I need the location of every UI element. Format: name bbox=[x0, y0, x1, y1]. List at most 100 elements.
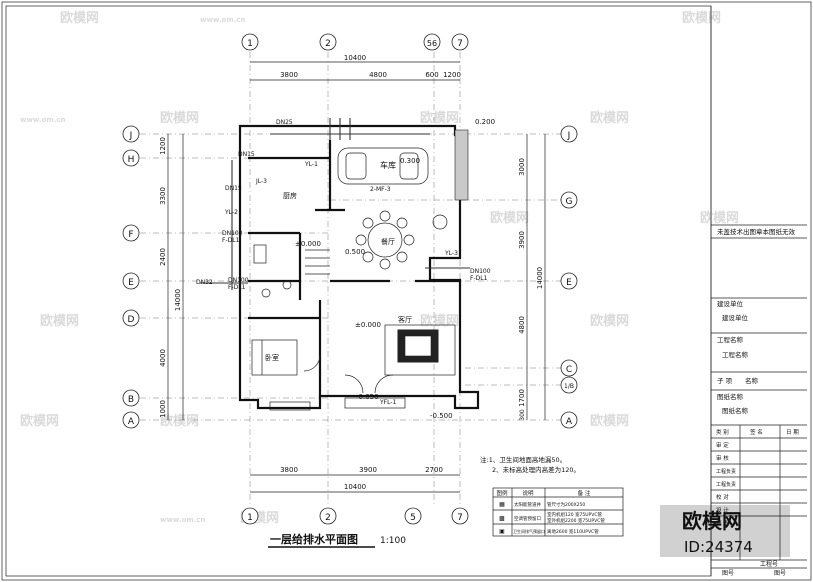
legend-header: 说明 bbox=[522, 489, 534, 497]
axis-label: 56 bbox=[427, 39, 437, 48]
watermark-brand: 欧模网 bbox=[700, 210, 739, 226]
axis-label: J bbox=[567, 131, 571, 141]
axis-label: H bbox=[128, 155, 135, 165]
axis-label: 1 bbox=[247, 39, 253, 49]
legend-note: 室外机组2200 宽75UPVC管 bbox=[547, 517, 605, 524]
sign-row: 审 定 bbox=[716, 441, 729, 449]
legend-desc: 卫生间排气预留口 bbox=[513, 528, 545, 534]
tb-value: 名称 bbox=[745, 376, 759, 385]
axis-label: 2 bbox=[325, 39, 331, 49]
watermark-brand: 欧模网 bbox=[160, 110, 199, 126]
pipe-label: DN32 bbox=[196, 279, 213, 286]
stamp-note: 未盖技术出图章本图纸无效 bbox=[717, 227, 796, 236]
pipe-labels: DN25 DN15 JL-3 YL-1 2-MF-3 DN15 YL-2 DN1… bbox=[196, 119, 491, 406]
pipe-label: YFL-1 bbox=[379, 399, 397, 406]
sign-row: 工程负责 bbox=[716, 468, 736, 475]
dim-total-top: 10400 bbox=[344, 54, 366, 62]
watermark-url: www.om.cn bbox=[200, 16, 246, 24]
dim-segment: 3900 bbox=[518, 231, 526, 249]
axis-bubbles-bottom: 1 2 5 7 bbox=[241, 507, 469, 525]
dim-segment: 3800 bbox=[280, 71, 298, 79]
notes: 注:1、卫生间地面高地漏50。 2、未标高处理内高差为120。 bbox=[480, 455, 580, 474]
legend-symbol: ▩ bbox=[499, 515, 505, 522]
watermark-brand: 欧模网 bbox=[160, 413, 199, 429]
pipe-label: F-DL1 bbox=[228, 284, 246, 291]
tb-value: 建设单位 bbox=[722, 313, 749, 322]
legend-desc: 空调管预留口 bbox=[514, 515, 541, 522]
axis-bubbles-right: J G E C 1/B A bbox=[560, 125, 578, 429]
dim-segment: 1200 bbox=[159, 137, 167, 155]
level-mark: -0.050 bbox=[356, 393, 379, 401]
dim-segment: 3300 bbox=[159, 187, 167, 205]
axis-label: J bbox=[129, 131, 133, 141]
watermark-brand: 欧模网 bbox=[590, 313, 629, 329]
legend-symbol: ▣ bbox=[499, 528, 505, 535]
note-line: 注:1、卫生间地面高地漏50。 bbox=[480, 455, 566, 464]
sign-header: 类 别 bbox=[716, 428, 729, 436]
dim-segment: 1200 bbox=[443, 71, 461, 79]
axis-label: D bbox=[128, 315, 135, 325]
watermark-brand: 欧模网 bbox=[20, 413, 59, 429]
dim-segment: 4800 bbox=[518, 316, 526, 334]
pipe-label: YL-2 bbox=[224, 209, 238, 216]
watermark-brand: 欧模网 bbox=[590, 110, 629, 126]
dim-segment: 3000 bbox=[518, 158, 526, 176]
room-living: 客厅 bbox=[398, 315, 412, 324]
title-block: 未盖技术出图章本图纸无效 建设单位 建设单位 工程名称 工程名称 子 项 名称 … bbox=[710, 6, 807, 577]
sign-row: 工程负责 bbox=[716, 481, 736, 488]
pipe-label: DN25 bbox=[276, 119, 293, 126]
sign-header: 日 期 bbox=[786, 429, 799, 436]
dim-total-right: 14000 bbox=[536, 267, 544, 289]
tb-label: 图纸名称 bbox=[717, 392, 744, 401]
pipe-label: DN15 bbox=[238, 151, 255, 158]
right-dimensions: 3000 3900 4800 1700 300 14000 bbox=[518, 134, 546, 421]
pipe-label: 2-MF-3 bbox=[370, 186, 391, 193]
level-labels: 0.200 0.300 ±0.000 0.500 ±0.000 -0.050 -… bbox=[295, 118, 495, 420]
level-mark: ±0.000 bbox=[355, 321, 381, 329]
dim-segment: 300 bbox=[519, 409, 526, 421]
sign-header: 签 名 bbox=[750, 428, 763, 436]
axis-label: A bbox=[128, 417, 135, 427]
legend-note: 离地2600 宽110UPVC管 bbox=[547, 528, 599, 535]
pipe-label: DN15 bbox=[225, 185, 242, 192]
drawing-no-label: 图号 bbox=[774, 570, 786, 577]
room-garage: 车库 bbox=[380, 160, 396, 170]
legend-note: 室内机组120 宽75UPVC管 bbox=[547, 511, 602, 518]
plan-scale: 1:100 bbox=[380, 536, 406, 546]
legend-symbol: ▦ bbox=[499, 501, 505, 508]
dim-segment: 4800 bbox=[369, 71, 387, 79]
corner-watermark: 欧模网 ID:24374 bbox=[660, 505, 790, 557]
axis-label: E bbox=[128, 278, 134, 288]
axis-label: F bbox=[128, 230, 133, 240]
watermark-url: www.om.cn bbox=[160, 516, 206, 524]
dim-segment: 1700 bbox=[518, 389, 526, 407]
level-mark: ±0.000 bbox=[295, 240, 321, 248]
dim-segment: 2700 bbox=[425, 466, 443, 474]
watermark-brand: 欧模网 bbox=[490, 210, 529, 226]
axis-label: 5 bbox=[410, 513, 416, 523]
corner-brand: 欧模网 bbox=[682, 509, 742, 533]
sign-row: 校 对 bbox=[716, 493, 729, 501]
dim-segment: 3800 bbox=[280, 466, 298, 474]
tb-value: 工程名称 bbox=[722, 350, 749, 359]
project-no-label: 工程号 bbox=[760, 560, 778, 568]
level-mark: 0.300 bbox=[400, 157, 420, 165]
room-kitchen: 厨房 bbox=[283, 191, 297, 200]
tb-value: 图纸名称 bbox=[722, 406, 749, 415]
plan-title: 一层给排水平面图 bbox=[270, 532, 358, 546]
watermark-brand: 欧模网 bbox=[420, 110, 459, 126]
axis-label: 2 bbox=[325, 513, 331, 523]
dim-total-left: 14000 bbox=[174, 289, 182, 311]
pipe-label: DN100 bbox=[222, 230, 243, 237]
note-line: 2、未标高处理内高差为120。 bbox=[492, 465, 580, 474]
watermark-brand: 欧模网 bbox=[60, 10, 99, 26]
axis-bubbles-top: 1 2 56 7 bbox=[241, 33, 469, 51]
axis-label: 1/B bbox=[564, 383, 574, 390]
tb-label: 工程名称 bbox=[717, 335, 744, 344]
axis-bubbles-left: J H F E D B A bbox=[122, 125, 140, 429]
dim-segment: 4000 bbox=[159, 349, 167, 367]
dim-total-bottom: 10400 bbox=[344, 483, 366, 491]
watermark-brand: 欧模网 bbox=[420, 313, 459, 329]
